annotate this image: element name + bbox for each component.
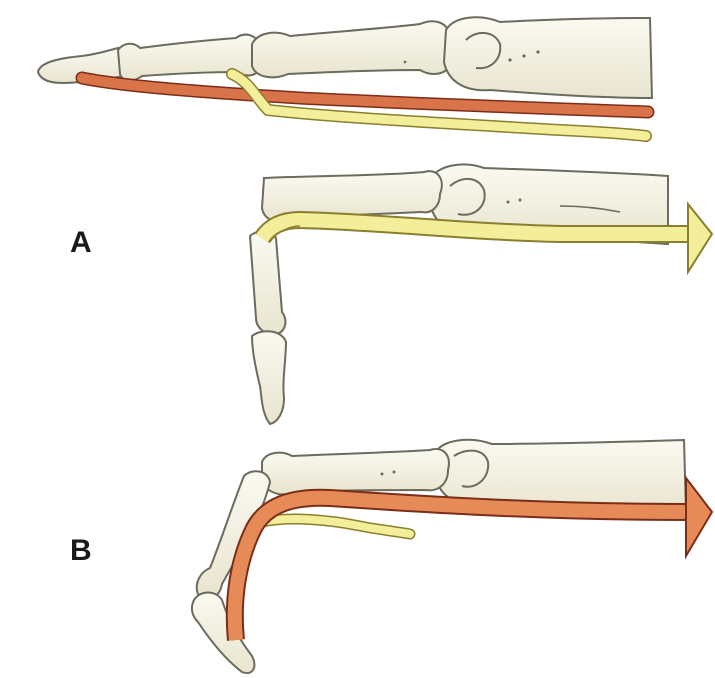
b-pull-arrow (686, 478, 712, 556)
panel-a-finger (250, 164, 712, 424)
a-middle-phalanx (250, 232, 285, 335)
top-metacarpal (444, 17, 652, 98)
top-proximal-phalanx (252, 21, 450, 77)
top-finger-extended (38, 17, 652, 136)
panel-b-finger (192, 440, 712, 673)
panel-label-b: B (70, 536, 92, 566)
panel-label-a: A (70, 228, 92, 258)
b-proximal-phalanx (262, 449, 449, 494)
a-pull-arrow (688, 204, 712, 272)
b-distal-phalanx (192, 593, 254, 674)
a-distal-phalanx (252, 331, 286, 424)
